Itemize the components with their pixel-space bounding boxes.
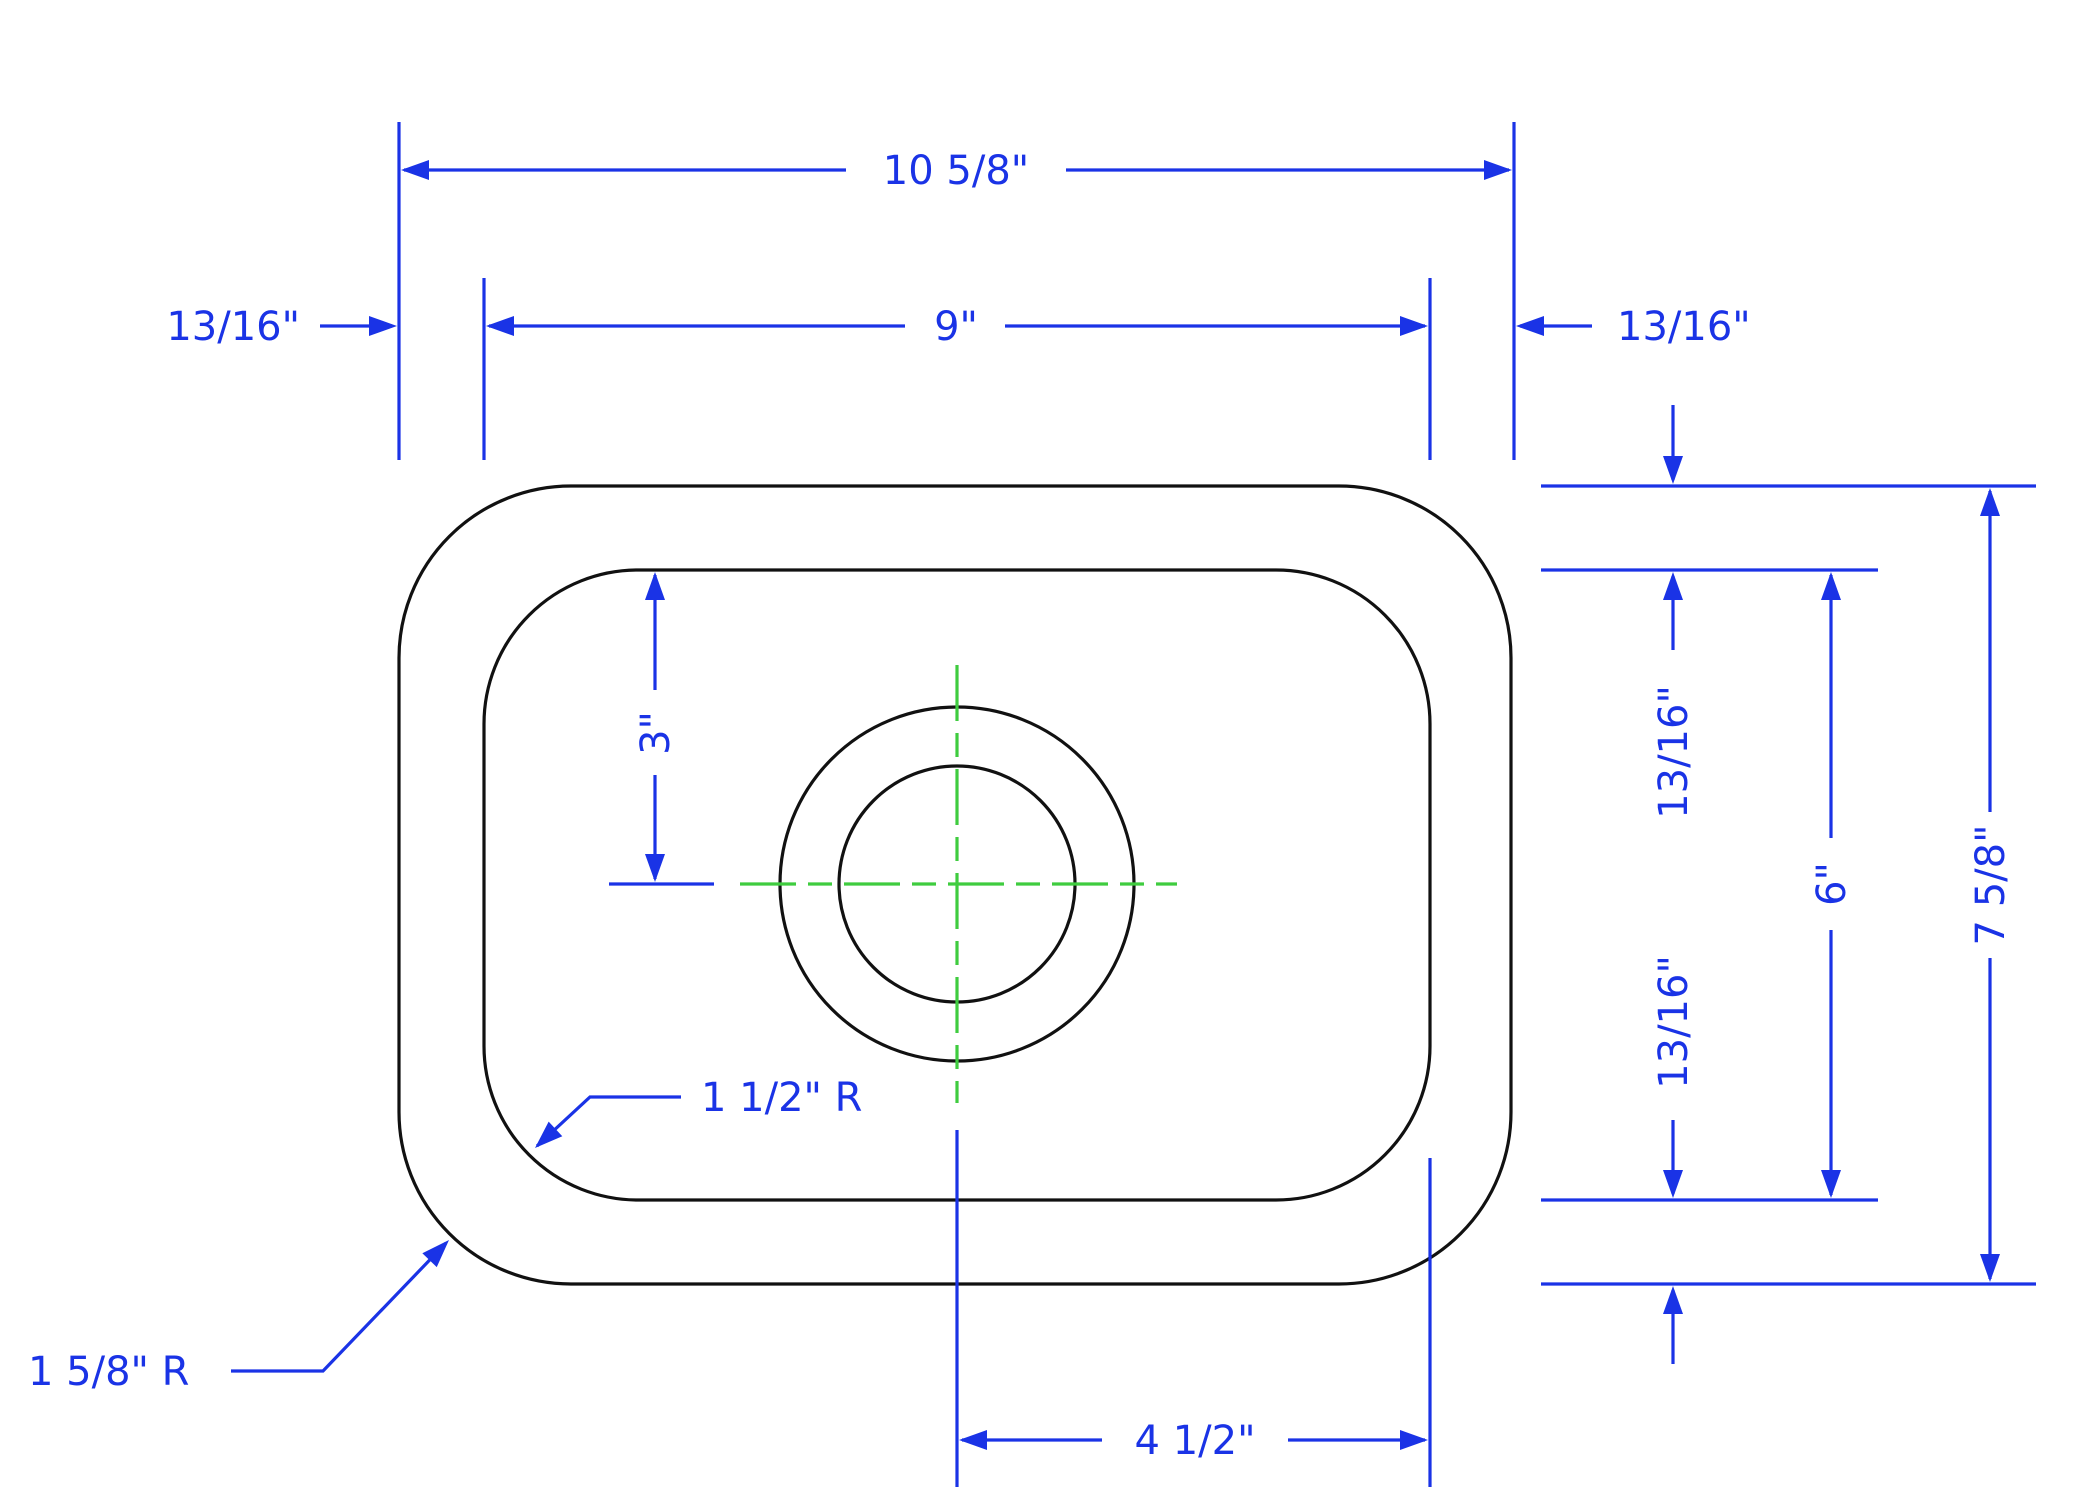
overall-length-dimension: 10 5/8" bbox=[401, 148, 1512, 194]
bowl-width-label: 6" bbox=[1809, 862, 1855, 906]
overall-width-label: 7 5/8" bbox=[1968, 825, 2014, 946]
bottom-rim-dimension: 13/16" bbox=[1651, 955, 1697, 1364]
top-rim-label: 13/16" bbox=[1651, 685, 1697, 819]
inner-radius-callout: 1 1/2" R bbox=[528, 1075, 862, 1156]
outer-radius-callout: 1 5/8" R bbox=[28, 1233, 457, 1395]
outer-radius-label: 1 5/8" R bbox=[28, 1349, 189, 1395]
bowl-width-dimension: 6" bbox=[1809, 572, 1855, 1198]
overall-length-label: 10 5/8" bbox=[883, 148, 1029, 194]
extension-lines bbox=[397, 122, 2036, 1487]
overall-width-dimension: 7 5/8" bbox=[1968, 488, 2014, 1282]
right-rim-dimension: 13/16" bbox=[1516, 304, 1751, 350]
bowl-length-dimension: 9" bbox=[486, 304, 1428, 350]
sink-outer-rim bbox=[397, 484, 1513, 1286]
top-rim-dimension: 13/16" bbox=[1651, 405, 1697, 819]
bowl-length-label: 9" bbox=[934, 304, 978, 350]
drain-top-dimension: 3" bbox=[633, 572, 679, 882]
drain-top-label: 3" bbox=[633, 711, 679, 755]
left-rim-label: 13/16" bbox=[166, 304, 300, 350]
bottom-rim-label: 13/16" bbox=[1651, 955, 1697, 1089]
right-rim-label: 13/16" bbox=[1617, 304, 1751, 350]
left-rim-dimension: 13/16" bbox=[166, 304, 397, 350]
drain-right-dimension: 4 1/2" bbox=[959, 1418, 1428, 1464]
inner-radius-label: 1 1/2" R bbox=[701, 1075, 862, 1121]
drain-right-label: 4 1/2" bbox=[1135, 1418, 1256, 1464]
